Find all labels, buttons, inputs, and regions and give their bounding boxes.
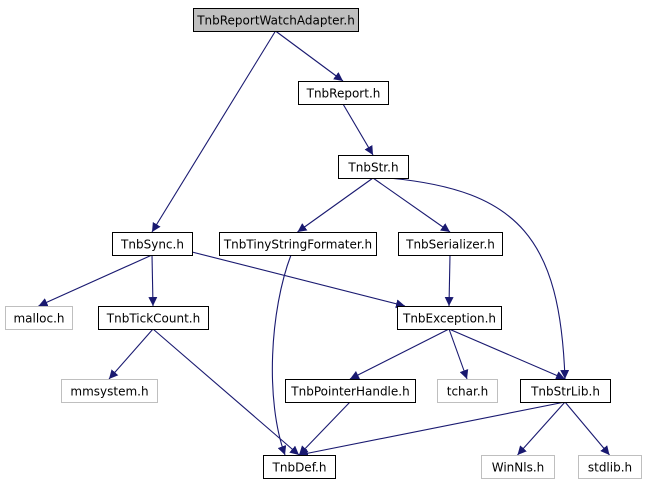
edge-strlib-to-winnls: [517, 401, 566, 456]
edge-exception-to-tchar: [448, 328, 469, 380]
edge-root-to-report: [275, 30, 344, 82]
node-label: TnbReport.h: [306, 87, 381, 101]
node-tickcount[interactable]: TnbTickCount.h: [98, 306, 209, 330]
node-tinyfmt[interactable]: TnbTinyStringFormater.h: [219, 232, 377, 256]
node-label: TnbException.h: [402, 312, 496, 326]
node-box: [298, 81, 389, 105]
edge-str-to-tinyfmt: [297, 177, 374, 233]
node-label: malloc.h: [13, 312, 64, 326]
node-strlib[interactable]: TnbStrLib.h: [520, 379, 611, 403]
node-label: TnbReportWatchAdapter.h: [196, 14, 355, 28]
node-box: [193, 8, 359, 32]
node-label: tchar.h: [447, 385, 489, 399]
node-box: [219, 232, 377, 256]
node-box: [578, 455, 642, 479]
node-box: [397, 306, 502, 330]
node-label: TnbStr.h: [347, 161, 398, 175]
node-box: [398, 232, 503, 256]
edge-str-to-serializer: [372, 177, 451, 233]
node-box: [98, 306, 209, 330]
edge-strlib-to-stdlib: [564, 401, 610, 456]
node-label: TnbSync.h: [120, 238, 184, 252]
edge-pointerhandle-to-def: [298, 401, 351, 456]
edge-str-to-strlib: [388, 177, 570, 380]
edge-serializer-to-exception: [444, 254, 454, 307]
node-label: TnbStrLib.h: [530, 385, 600, 399]
node-box: [338, 155, 409, 179]
node-exception[interactable]: TnbException.h: [397, 306, 502, 330]
node-label: TnbTinyStringFormater.h: [223, 238, 372, 252]
edge-sync-to-tickcount: [148, 254, 158, 307]
edge-tickcount-to-mmsystem: [108, 328, 154, 380]
edge-exception-to-strlib: [448, 328, 566, 380]
node-sync[interactable]: TnbSync.h: [112, 232, 193, 256]
node-mmsystem[interactable]: mmsystem.h: [61, 379, 158, 403]
node-str[interactable]: TnbStr.h: [338, 155, 409, 179]
node-pointerhandle[interactable]: TnbPointerHandle.h: [285, 379, 416, 403]
node-root[interactable]: TnbReportWatchAdapter.h: [193, 8, 359, 32]
edge-sync-to-malloc: [38, 254, 153, 307]
node-box: [285, 379, 416, 403]
node-report[interactable]: TnbReport.h: [298, 81, 389, 105]
node-label: stdlib.h: [588, 461, 632, 475]
node-label: TnbSerializer.h: [405, 238, 495, 252]
node-box: [520, 379, 611, 403]
node-label: TnbPointerHandle.h: [290, 385, 409, 399]
edge-sync-to-exception: [191, 251, 406, 309]
edge-tickcount-to-def: [152, 328, 300, 456]
node-label: TnbDef.h: [272, 461, 327, 475]
node-box: [112, 232, 193, 256]
node-label: TnbTickCount.h: [106, 312, 200, 326]
node-stdlib[interactable]: stdlib.h: [578, 455, 642, 479]
edge-exception-to-pointerhandle: [349, 328, 450, 380]
node-def[interactable]: TnbDef.h: [263, 455, 336, 479]
edges-layer: [38, 30, 610, 458]
node-box: [263, 455, 336, 479]
edge-report-to-str: [342, 103, 374, 156]
node-label: mmsystem.h: [70, 385, 148, 399]
node-tchar[interactable]: tchar.h: [437, 379, 498, 403]
node-winnls[interactable]: WinNls.h: [481, 455, 555, 479]
node-malloc[interactable]: malloc.h: [5, 306, 73, 330]
edge-root-to-sync: [151, 30, 276, 233]
node-serializer[interactable]: TnbSerializer.h: [398, 232, 503, 256]
edge-tinyfmt-to-def: [271, 254, 292, 456]
node-label: WinNls.h: [492, 461, 545, 475]
nodes-layer: TnbReportWatchAdapter.hTnbReport.hTnbStr…: [5, 8, 642, 479]
node-box: [5, 306, 73, 330]
node-box: [437, 379, 498, 403]
node-box: [481, 455, 555, 479]
node-box: [61, 379, 158, 403]
edge-strlib-to-def: [298, 401, 566, 458]
